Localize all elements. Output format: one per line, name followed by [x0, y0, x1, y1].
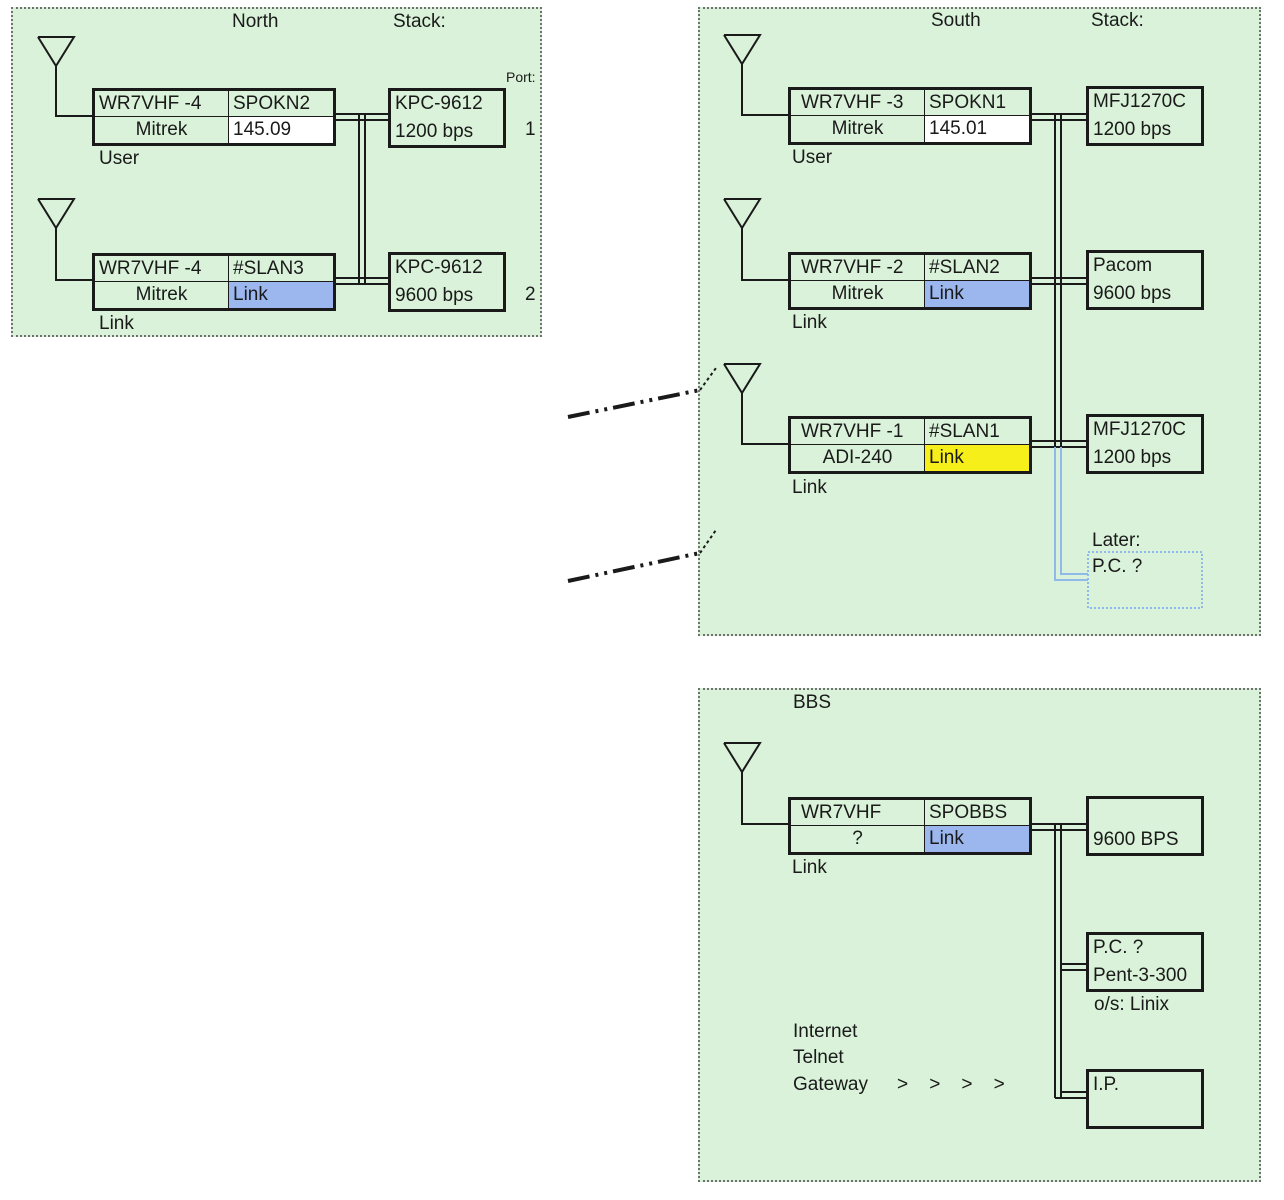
- north-user-role: User: [99, 148, 140, 169]
- tnc-model: KPC-9612: [395, 257, 483, 278]
- bbs-node: WR7VHF SPOBBS ? Link: [788, 797, 1032, 855]
- north-link-node: WR7VHF -4 #SLAN3 Mitrek Link: [92, 253, 336, 311]
- south-stack-label: Stack:: [1091, 10, 1144, 31]
- node-alias: #SLAN1: [925, 419, 1029, 445]
- tnc-speed: 1200 bps: [1093, 119, 1172, 140]
- antenna-icon: [37, 198, 97, 281]
- node-frequency: Link: [925, 281, 1029, 307]
- node-callsign: WR7VHF -2: [791, 255, 925, 281]
- tnc-model: MFJ1270C: [1093, 91, 1186, 112]
- south-link1-tnc: MFJ1270C 1200 bps: [1086, 414, 1204, 474]
- tnc-model: KPC-9612: [395, 93, 483, 114]
- node-radio: ?: [791, 826, 925, 852]
- south-link2-role: Link: [792, 312, 827, 333]
- tnc-speed: 9600 BPS: [1093, 829, 1179, 850]
- node-alias: #SLAN2: [925, 255, 1029, 281]
- node-alias: SPOKN2: [229, 91, 333, 117]
- later-pc-placeholder: [1087, 551, 1203, 609]
- bbs-tnc: 9600 BPS: [1086, 796, 1204, 856]
- tnc-speed: 9600 bps: [1093, 283, 1172, 304]
- node-callsign: WR7VHF -4: [95, 256, 229, 282]
- bbs-pc: P.C. ? Pent-3-300: [1086, 932, 1204, 992]
- pc-os: o/s: Linix: [1094, 994, 1169, 1015]
- node-radio: Mitrek: [791, 281, 925, 307]
- node-frequency: Link: [925, 445, 1029, 471]
- north-link-tnc: KPC-9612 9600 bps: [388, 252, 506, 312]
- north-link-role: Link: [99, 313, 134, 334]
- tnc-model: Pacom: [1093, 255, 1153, 276]
- north-stack-label: Stack:: [393, 11, 446, 32]
- node-radio: Mitrek: [791, 116, 925, 142]
- node-callsign: WR7VHF -4: [95, 91, 229, 117]
- node-frequency: 145.01: [925, 116, 1029, 142]
- antenna-icon: [37, 36, 97, 117]
- north-port-1: 1: [525, 119, 536, 140]
- bbs-node-role: Link: [792, 857, 827, 878]
- node-radio: Mitrek: [95, 282, 229, 308]
- tnc-model: MFJ1270C: [1093, 419, 1186, 440]
- north-user-node: WR7VHF -4 SPOKN2 Mitrek 145.09: [92, 88, 336, 146]
- tnc-speed: 1200 bps: [1093, 447, 1172, 468]
- node-frequency: Link: [925, 826, 1029, 852]
- rf-link-lower: [567, 551, 701, 583]
- south-link1-node: WR7VHF -1 #SLAN1 ADI-240 Link: [788, 416, 1032, 474]
- north-port-2: 2: [525, 284, 536, 305]
- pc-label: P.C. ?: [1093, 937, 1144, 958]
- antenna-icon: [723, 34, 790, 116]
- tnc-speed: 9600 bps: [395, 285, 474, 306]
- bbs-ip: I.P.: [1086, 1069, 1204, 1129]
- gateway-line-2: Telnet: [793, 1047, 844, 1068]
- ip-label: I.P.: [1093, 1074, 1120, 1095]
- bbs-title: BBS: [793, 692, 832, 713]
- south-link1-role: Link: [792, 477, 827, 498]
- north-title: North: [232, 11, 279, 32]
- rf-link-upper: [567, 388, 701, 419]
- node-callsign: WR7VHF: [791, 800, 925, 826]
- south-link2-node: WR7VHF -2 #SLAN2 Mitrek Link: [788, 252, 1032, 310]
- node-alias: SPOKN1: [925, 90, 1029, 116]
- south-title: South: [931, 10, 981, 31]
- gateway-line-3: Gateway: [793, 1074, 868, 1095]
- node-callsign: WR7VHF -1: [791, 419, 925, 445]
- node-frequency: Link: [229, 282, 333, 308]
- north-user-tnc: KPC-9612 1200 bps: [388, 88, 506, 148]
- south-user-role: User: [792, 147, 833, 168]
- antenna-icon: [723, 363, 790, 445]
- north-port-label: Port:: [506, 69, 536, 85]
- later-label: Later:: [1092, 530, 1141, 551]
- node-radio: Mitrek: [95, 117, 229, 143]
- later-device: P.C. ?: [1092, 556, 1143, 577]
- gateway-arrows: > > > >: [897, 1074, 1005, 1095]
- node-callsign: WR7VHF -3: [791, 90, 925, 116]
- node-alias: #SLAN3: [229, 256, 333, 282]
- gateway-line-1: Internet: [793, 1021, 858, 1042]
- pc-model: Pent-3-300: [1093, 965, 1188, 986]
- node-alias: SPOBBS: [925, 800, 1029, 826]
- south-link2-tnc: Pacom 9600 bps: [1086, 250, 1204, 310]
- node-frequency: 145.09: [229, 117, 333, 143]
- south-user-node: WR7VHF -3 SPOKN1 Mitrek 145.01: [788, 87, 1032, 145]
- antenna-icon: [723, 742, 790, 825]
- tnc-speed: 1200 bps: [395, 121, 474, 142]
- antenna-icon: [723, 198, 790, 281]
- south-user-tnc: MFJ1270C 1200 bps: [1086, 86, 1204, 146]
- node-radio: ADI-240: [791, 445, 925, 471]
